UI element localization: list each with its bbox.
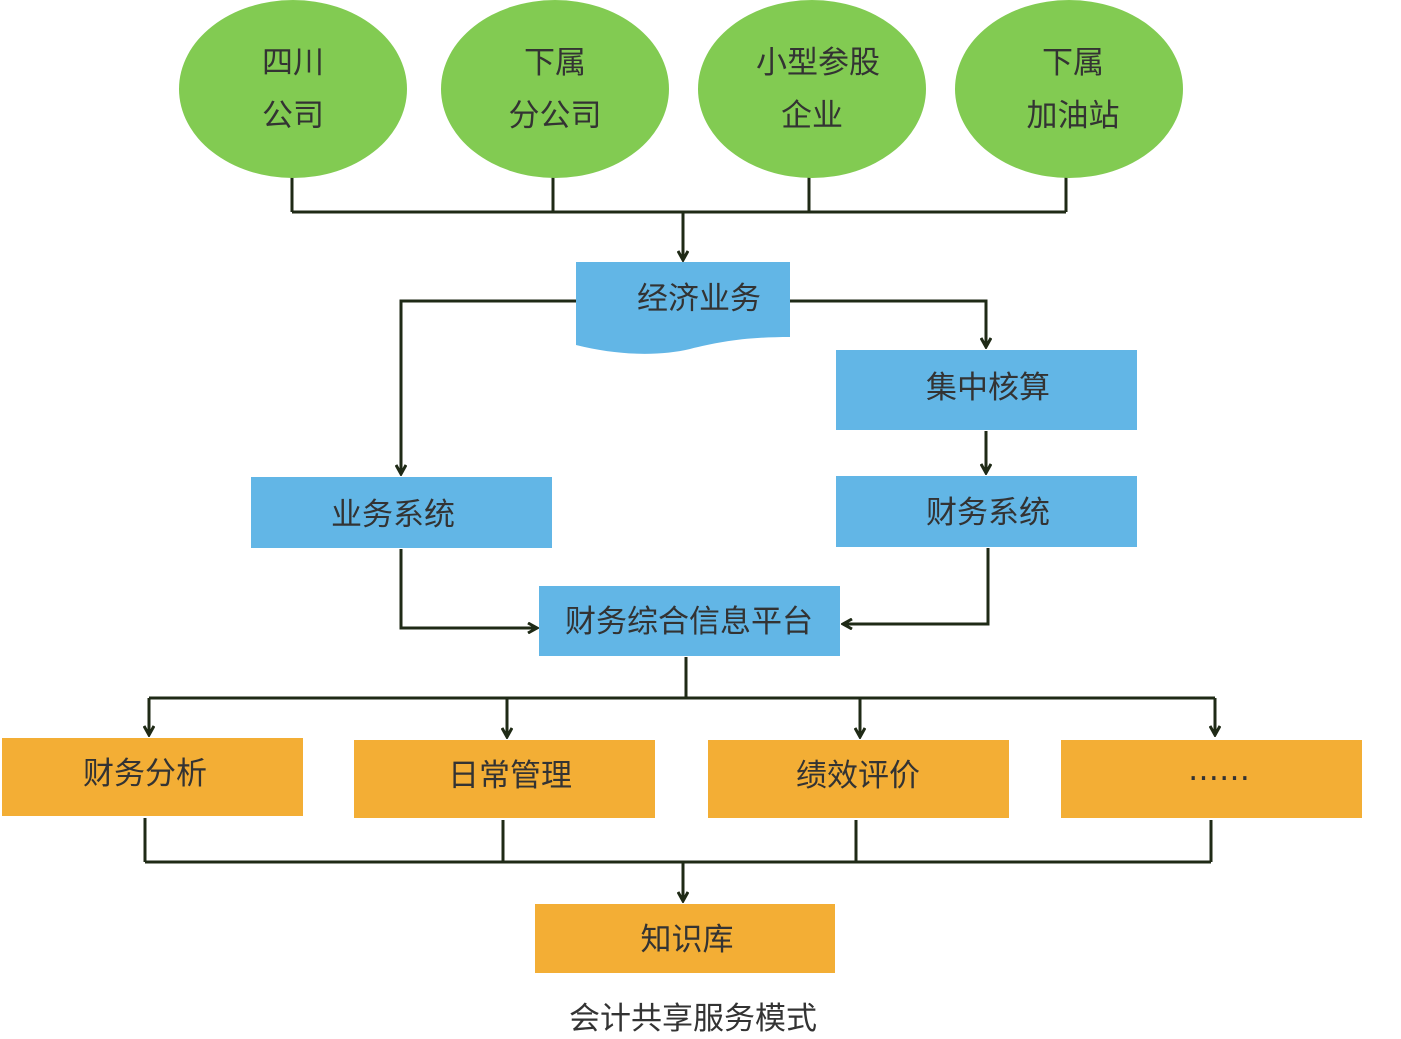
performance-evaluation-label: 绩效评价	[796, 758, 920, 794]
info-platform-node: 财务综合信息平台	[539, 586, 840, 656]
arrow-finance-to-platform	[843, 548, 990, 624]
centralized-accounting-label: 集中核算	[926, 370, 1050, 406]
business-system-label: 业务系统	[331, 497, 455, 533]
source-label-line2: 公司	[262, 98, 324, 134]
source-node-branch-company: 下属 分公司	[441, 0, 669, 178]
arrow-to-business-system	[401, 299, 576, 474]
more-outputs-node: ……	[1061, 740, 1362, 818]
source-label-line1: 四川	[262, 45, 324, 81]
economic-business-node: 经济业务	[576, 262, 790, 354]
financial-analysis-label: 财务分析	[83, 756, 207, 792]
source-label-line2: 加油站	[1027, 98, 1120, 134]
knowledge-base-node: 知识库	[535, 904, 835, 973]
source-label-line1: 小型参股	[756, 45, 880, 81]
arrow-to-centralized-accounting	[790, 299, 986, 347]
centralized-accounting-node: 集中核算	[836, 350, 1137, 430]
info-platform-label: 财务综合信息平台	[565, 604, 813, 640]
source-label-line2: 分公司	[509, 98, 602, 134]
knowledge-base-label: 知识库	[641, 922, 734, 958]
source-node-sichuan: 四川 公司	[179, 0, 407, 178]
finance-system-node: 财务系统	[836, 476, 1137, 547]
source-node-gas-station: 下属 加油站	[955, 0, 1183, 178]
source-label-line2: 企业	[781, 98, 843, 134]
connectors	[145, 177, 1215, 901]
more-outputs-label: ……	[1188, 752, 1250, 788]
figure-caption: 会计共享服务模式	[569, 1001, 817, 1037]
financial-analysis-node: 财务分析	[2, 738, 303, 816]
source-label-line1: 下属	[1042, 45, 1104, 81]
source-label-line1: 下属	[524, 45, 586, 81]
economic-business-label: 经济业务	[637, 281, 761, 317]
business-system-node: 业务系统	[251, 477, 552, 548]
daily-management-label: 日常管理	[448, 758, 572, 794]
source-node-small-enterprise: 小型参股 企业	[698, 0, 926, 178]
daily-management-node: 日常管理	[354, 740, 655, 818]
finance-system-label: 财务系统	[926, 495, 1050, 531]
arrow-business-to-platform	[399, 549, 537, 628]
performance-evaluation-node: 绩效评价	[708, 740, 1009, 818]
